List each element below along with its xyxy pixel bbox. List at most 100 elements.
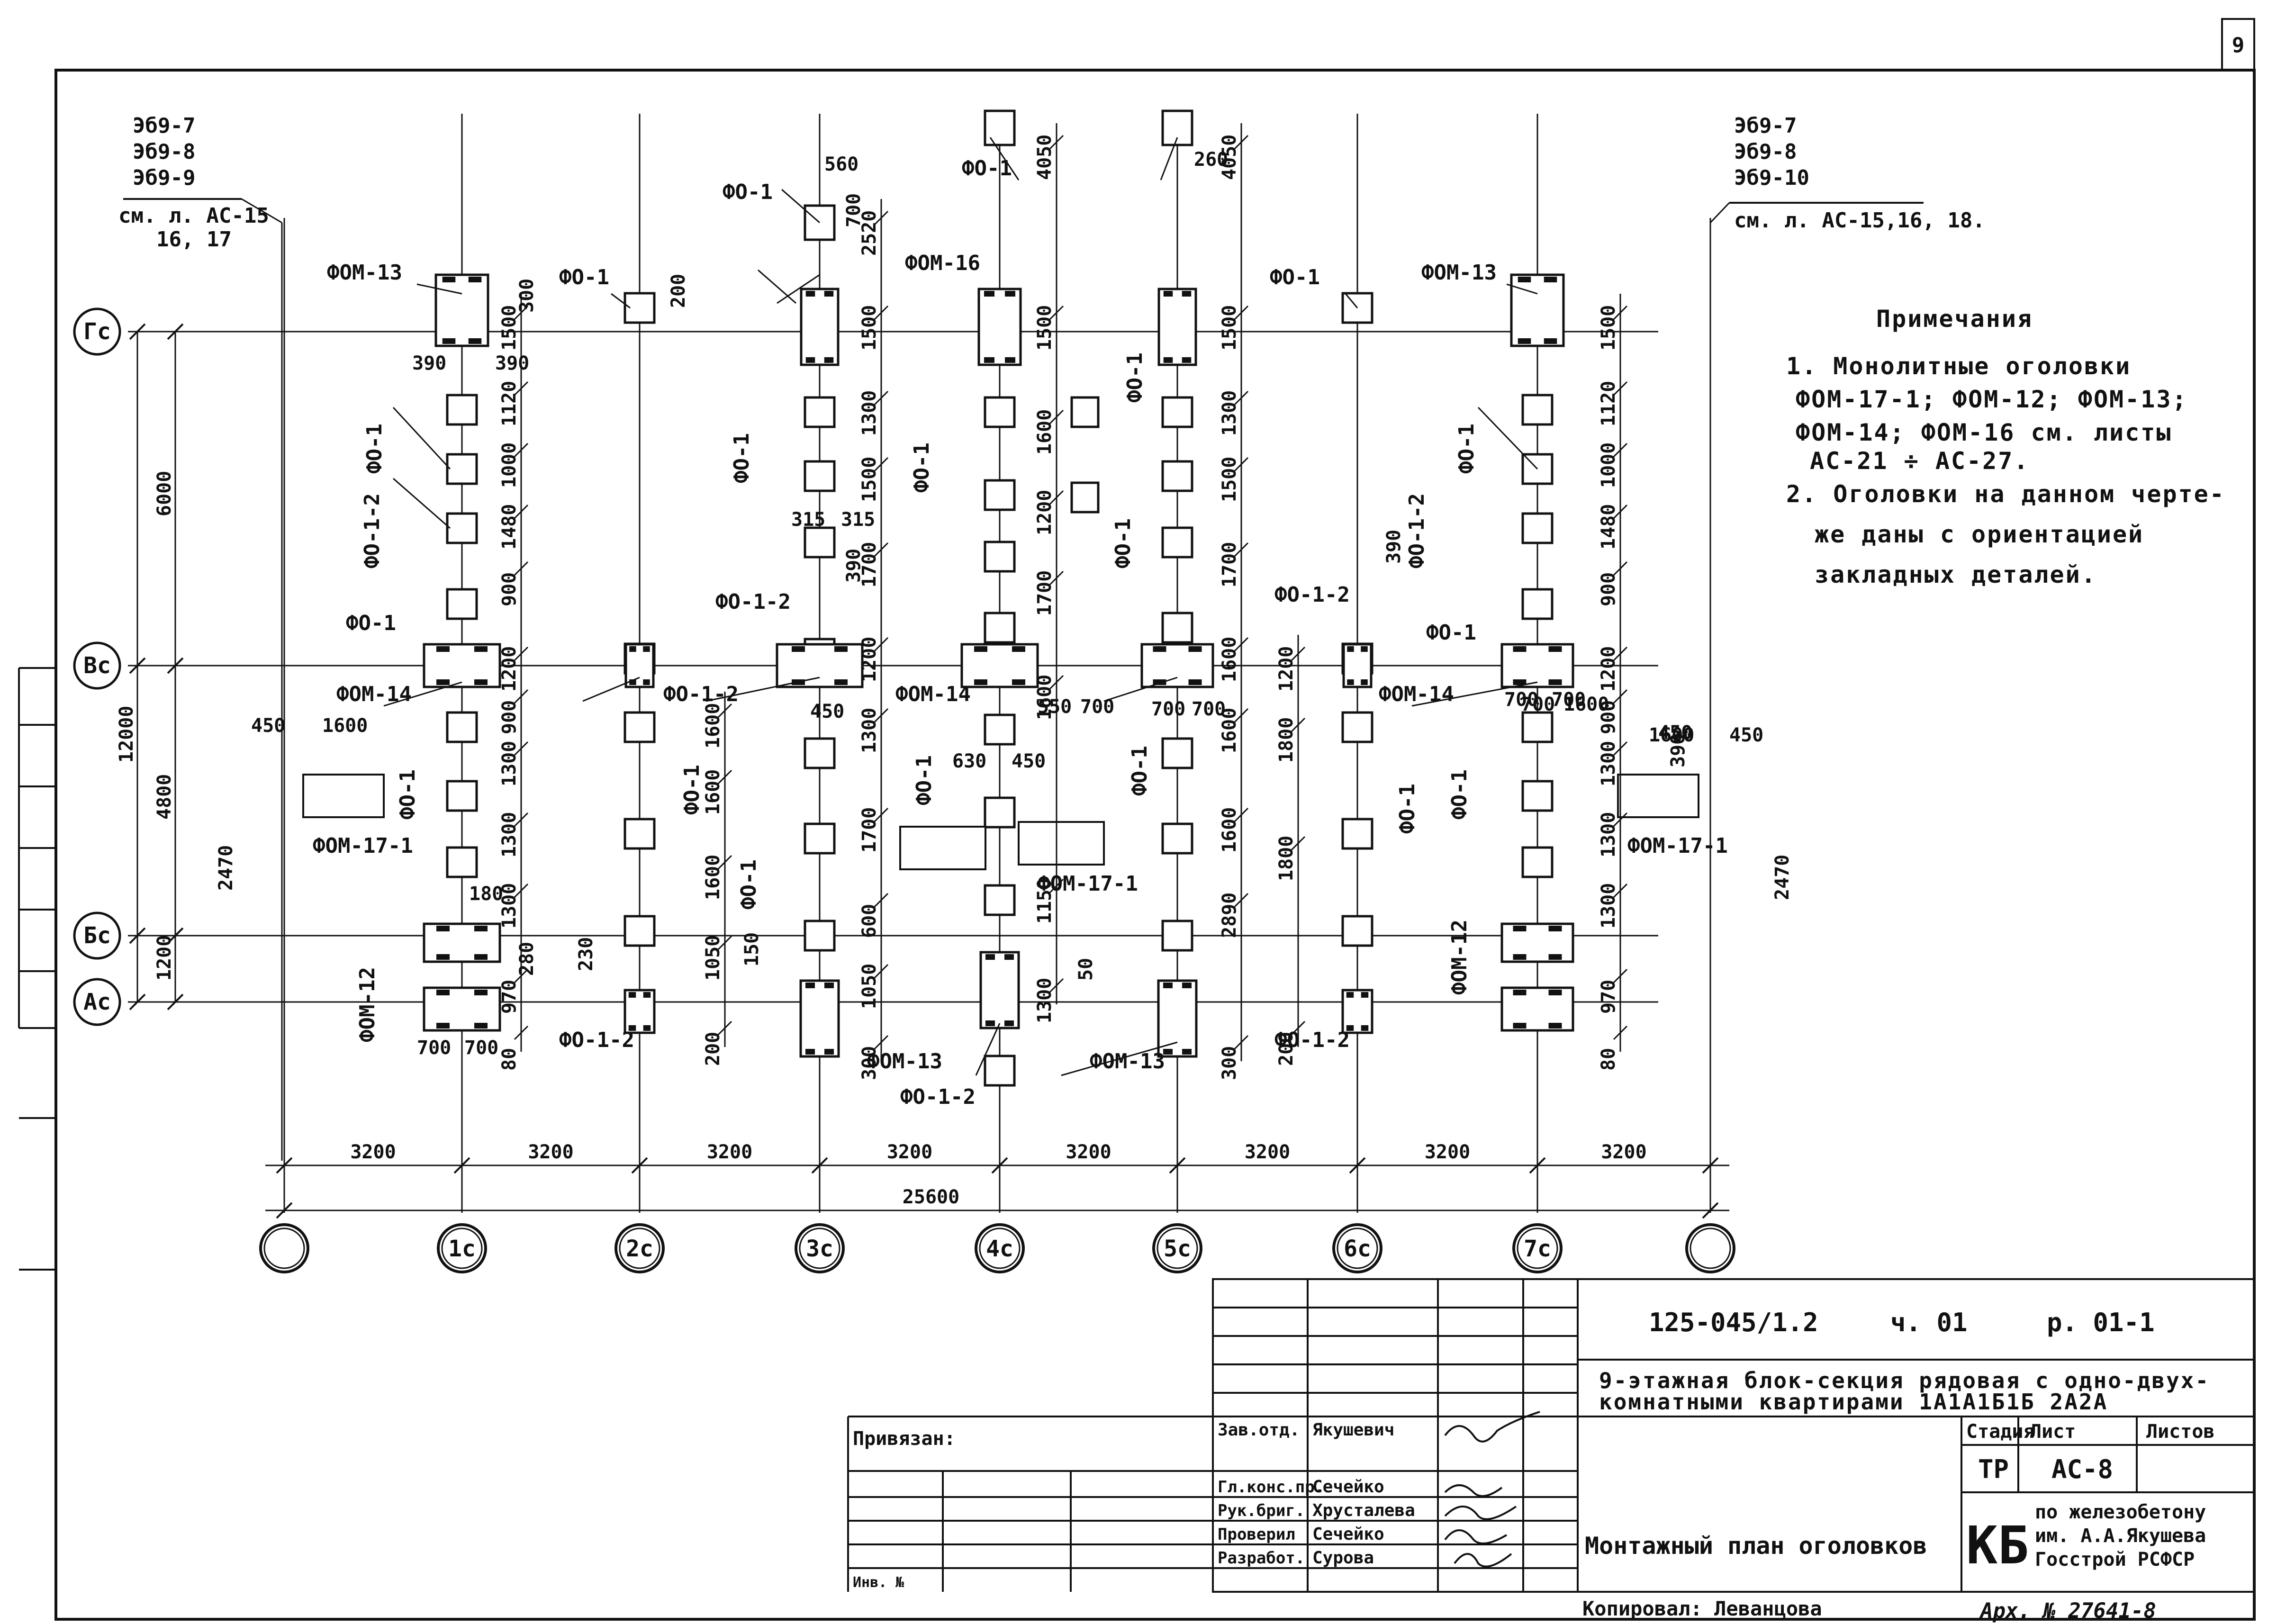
col-dim: 900	[1598, 572, 1619, 606]
head-outline	[984, 884, 1016, 916]
mark-fom171: ФОМ-17-1	[1038, 872, 1138, 896]
column-head-fo1	[1341, 818, 1373, 850]
dim-label: 4800	[154, 774, 175, 820]
misc-dim: 450	[810, 701, 844, 722]
embedded-plate	[1346, 1025, 1354, 1031]
mark-fom13: ФОМ-13	[867, 1049, 942, 1074]
ref-line: 16, 17	[156, 227, 232, 252]
misc-dim: 50	[1075, 958, 1097, 981]
mark-fo1: ФО-1	[910, 442, 934, 493]
column-head-fo1	[623, 292, 656, 324]
signature	[1444, 1529, 1508, 1544]
embedded-plate	[1518, 338, 1531, 344]
dim-tick	[1234, 893, 1249, 908]
embedded-plate	[643, 646, 650, 652]
embedded-plate	[1188, 679, 1202, 685]
embedded-plate	[1361, 992, 1369, 998]
leader-line	[611, 293, 631, 309]
note-line: же даны с ориентацией	[1815, 521, 2144, 548]
mark-fo1: ФО-1	[1128, 746, 1152, 796]
column-head-fo1	[1521, 846, 1554, 878]
column-head-fo1	[1070, 396, 1100, 428]
embedded-plate	[984, 357, 994, 363]
column-head-fo1	[1161, 737, 1193, 769]
column-head-fo1	[984, 796, 1016, 829]
mark-fom171: ФОМ-17-1	[1627, 834, 1728, 858]
mark-fo12: ФО-1-2	[663, 682, 739, 706]
mark-fo1: ФО-1	[1426, 621, 1476, 645]
embedded-plate	[1513, 990, 1527, 995]
dim-tick	[1613, 1025, 1628, 1040]
stage-header: Стадия	[1966, 1421, 2035, 1443]
axis-label: 1с	[448, 1236, 476, 1262]
misc-dim: 300	[516, 279, 538, 313]
col-dim: 1500	[858, 305, 880, 351]
embedded-plate	[1548, 646, 1562, 652]
leader-line	[582, 677, 640, 702]
column-head-fo1	[804, 920, 836, 952]
col-dim: 900	[498, 700, 520, 734]
axis-bubble	[1685, 1223, 1735, 1273]
col-dim: 970	[1598, 980, 1619, 1014]
head-outline	[446, 711, 478, 743]
mark-fom12: ФОМ-12	[355, 967, 379, 1042]
mark-fom13: ФОМ-13	[327, 261, 402, 285]
embedded-plate	[1012, 646, 1025, 652]
column-head-fom	[977, 288, 1022, 366]
dim-label: 12000	[116, 706, 137, 763]
embedded-plate	[1188, 646, 1202, 652]
embedded-plate	[628, 992, 636, 998]
mark-fo12: ФО-1-2	[1274, 583, 1350, 607]
top-dim: 450	[1729, 724, 1763, 746]
dim-tick	[1049, 978, 1064, 993]
col-dim: 200	[1275, 1032, 1297, 1066]
dim-tick	[1049, 409, 1064, 424]
misc-dim: 230	[575, 937, 597, 971]
span-dim: 3200	[528, 1141, 573, 1163]
axis-bubble	[73, 641, 121, 690]
col-dim: 1300	[1598, 883, 1619, 929]
dim-tick	[1234, 457, 1249, 472]
column-head-fo1	[446, 780, 478, 812]
axis-bubble-inner	[441, 1227, 483, 1269]
col-dim: 300	[858, 1046, 880, 1080]
head-outline	[1500, 986, 1574, 1032]
dim-tick	[1234, 807, 1249, 822]
head-outline	[799, 979, 840, 1058]
head-outline	[804, 822, 836, 855]
col-dim: 1200	[1275, 646, 1297, 692]
head-outline	[1161, 920, 1193, 952]
mark-fo1: ФО-1	[962, 156, 1012, 180]
inv-label: Инв. №	[853, 1574, 904, 1591]
dim-tick	[874, 1035, 889, 1050]
column-head-fo1	[446, 453, 478, 485]
axis-bubble-inner	[1690, 1227, 1731, 1269]
embedded-plate	[474, 679, 488, 685]
leader-line	[989, 137, 1020, 180]
top-dim: 700	[464, 1037, 498, 1059]
title-block-text: 125-045/1.2 ч. 01 р. 01-1 9-этажная блок…	[853, 1308, 2215, 1623]
dim-tick	[1234, 708, 1249, 723]
dim-tick	[1049, 305, 1064, 320]
mark-fo1: ФО-1	[1123, 352, 1147, 403]
ref-line: Эб9-7	[133, 114, 195, 138]
staff-name: Хрусталева	[1312, 1501, 1415, 1520]
dim-tick	[1169, 1157, 1186, 1174]
archive-number: Арх. № 27641-8	[1979, 1599, 2156, 1623]
head-outline	[1070, 396, 1100, 428]
column-head-fo1	[984, 612, 1016, 644]
axis-label: 7с	[1524, 1236, 1551, 1262]
col-dim: 1300	[498, 812, 520, 857]
col-dim: 1150	[1034, 878, 1056, 924]
dim-tick	[1234, 1035, 1249, 1050]
column-head-fo1	[1161, 920, 1193, 952]
mark-fo1: ФО-1	[396, 769, 420, 820]
column-head-fom12	[423, 922, 501, 963]
dim-tick	[631, 1157, 648, 1174]
embedded-plate	[1163, 291, 1173, 297]
misc-dim: 560	[824, 153, 858, 175]
head-outline	[1161, 822, 1193, 855]
dim-tick	[874, 390, 889, 406]
drawing-frame	[54, 69, 2256, 1621]
